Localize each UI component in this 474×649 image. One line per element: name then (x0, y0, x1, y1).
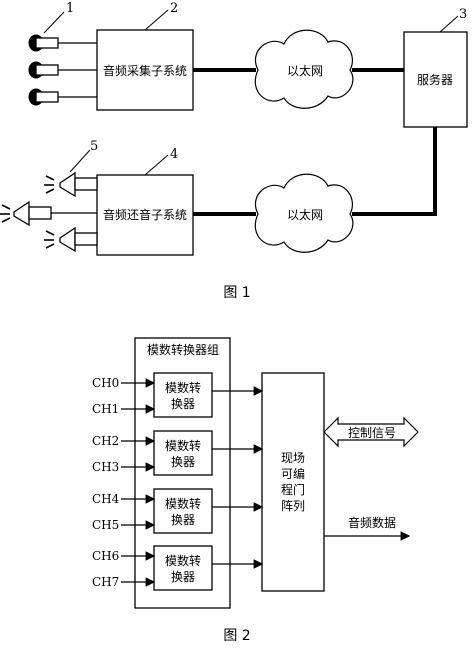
callout-line-5 (69, 149, 91, 173)
fpga-label-line: 程门 (281, 482, 305, 497)
adc-block (153, 372, 213, 418)
adc-group-title: 模数转换器组 (147, 342, 219, 357)
callout-4: 4 (170, 147, 178, 162)
figure-1: 1 音频采集子系统 2 以太网 服务器 3 以太网 音频还音子系统 4 (0, 1, 468, 301)
microphone-icon (28, 88, 97, 106)
capture-subsystem-label: 音频采集子系统 (103, 63, 187, 78)
adc-label-line1: 模数转 (165, 380, 201, 395)
adc-block (153, 430, 213, 476)
callout-2: 2 (170, 1, 178, 16)
fpga-box (261, 372, 325, 592)
callout-line-2 (144, 9, 169, 31)
callout-line-4 (144, 154, 169, 176)
fpga-label-line: 可编 (281, 466, 305, 481)
microphone-icon (28, 61, 97, 79)
playback-subsystem-label: 音频还音子系统 (103, 207, 187, 222)
speaker-icon (0, 200, 97, 227)
ethernet-label-bottom: 以太网 (287, 207, 323, 222)
playback-subsystem-box (96, 174, 194, 256)
microphone-icon (28, 34, 97, 52)
adc-label-line2: 换器 (171, 455, 195, 469)
adc-label-line1: 模数转 (165, 496, 201, 511)
adc-blocks: 模数转换器CH0CH1模数转换器CH2CH3模数转换器CH4CH5模数转换器CH… (92, 372, 264, 591)
adc-label-line2: 换器 (171, 570, 195, 584)
callout-line-3 (439, 15, 459, 33)
callout-1: 1 (66, 1, 74, 16)
figure-1-caption: 图 1 (223, 285, 250, 301)
figure-2: 模数转换器组 现场 可编 程门 阵列 模数转换器CH0CH1模数转换器CH2CH… (92, 337, 419, 644)
callout-line-1 (43, 11, 65, 34)
callout-5: 5 (90, 139, 98, 154)
control-signal-arrow (323, 416, 419, 448)
figure-2-caption: 图 2 (223, 628, 250, 644)
adc-label-line1: 模数转 (165, 553, 201, 568)
fpga-label-line: 阵列 (281, 499, 305, 513)
speaker-icon (44, 171, 98, 198)
adc-label-line2: 换器 (171, 397, 195, 411)
adc-label-line1: 模数转 (165, 438, 201, 453)
callout-3: 3 (459, 7, 467, 22)
channel-label: CH3 (92, 460, 119, 474)
audio-data-label: 音频数据 (348, 515, 396, 530)
ethernet-cloud-icon (254, 173, 354, 253)
channel-label: CH6 (92, 549, 119, 563)
ethernet-label-top: 以太网 (287, 63, 323, 78)
fpga-label-line: 现场 (281, 451, 305, 465)
channel-label: CH2 (92, 434, 119, 448)
ethernet-cloud-icon (254, 29, 354, 109)
adc-block (153, 545, 213, 591)
server-box (403, 31, 468, 128)
channel-label: CH7 (92, 575, 119, 589)
speaker-icon (44, 226, 98, 253)
server-label: 服务器 (417, 72, 453, 87)
capture-subsystem-box (96, 29, 194, 111)
adc-label-line2: 换器 (171, 513, 195, 527)
control-signal-label: 控制信号 (348, 426, 396, 440)
link-server-ethernet-bottom (352, 127, 437, 216)
channel-label: CH4 (92, 492, 120, 506)
channel-label: CH0 (92, 376, 119, 390)
channel-label: CH1 (92, 402, 119, 416)
adc-block (153, 488, 213, 534)
channel-label: CH5 (92, 518, 119, 532)
